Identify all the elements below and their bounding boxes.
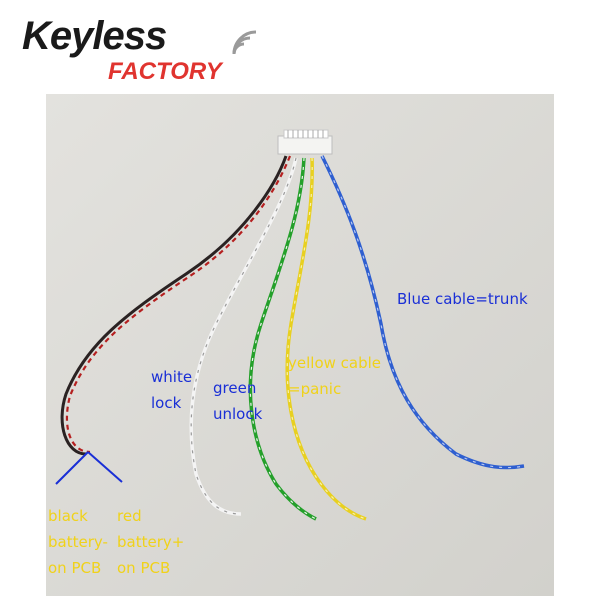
label-black-line2: battery- <box>48 533 108 551</box>
label-white-line1: white <box>151 368 193 386</box>
label-yellow-line2: =panic <box>288 380 342 398</box>
label-green-line2: unlock <box>213 405 263 423</box>
label-yellow-panic: yellow cable =panic <box>288 350 381 402</box>
brand-logo: Keyless FACTORY <box>22 8 257 88</box>
label-white-lock: white lock <box>151 364 192 416</box>
wire-harness-photo <box>46 94 554 596</box>
label-trunk-text: Blue cable=trunk <box>397 290 528 308</box>
label-black-line1: black <box>48 507 88 525</box>
label-red-line3: on PCB <box>117 559 171 577</box>
black-wire <box>60 155 288 456</box>
red-wire <box>65 155 292 454</box>
label-yellow-line1: yellow cable <box>288 354 382 372</box>
logo-keyless-text: Keyless <box>22 14 167 58</box>
label-green-line1: green <box>213 379 257 397</box>
label-black-line3: on PCB <box>48 559 102 577</box>
label-white-line2: lock <box>151 394 182 412</box>
logo-factory-text: FACTORY <box>108 58 222 85</box>
callout-lines <box>55 451 123 485</box>
label-green-unlock: green unlock <box>213 375 262 427</box>
label-red-battery-plus: red battery+ on PCB <box>117 503 184 581</box>
label-red-line1: red <box>117 507 142 525</box>
label-red-line2: battery+ <box>117 533 185 551</box>
green-wire <box>248 157 317 521</box>
connector-icon <box>277 129 333 155</box>
label-blue-trunk: Blue cable=trunk <box>397 286 528 312</box>
wireless-signal-icon <box>232 30 257 55</box>
wire-harness-drawing <box>46 94 554 596</box>
label-black-battery-minus: black battery- on PCB <box>48 503 108 581</box>
